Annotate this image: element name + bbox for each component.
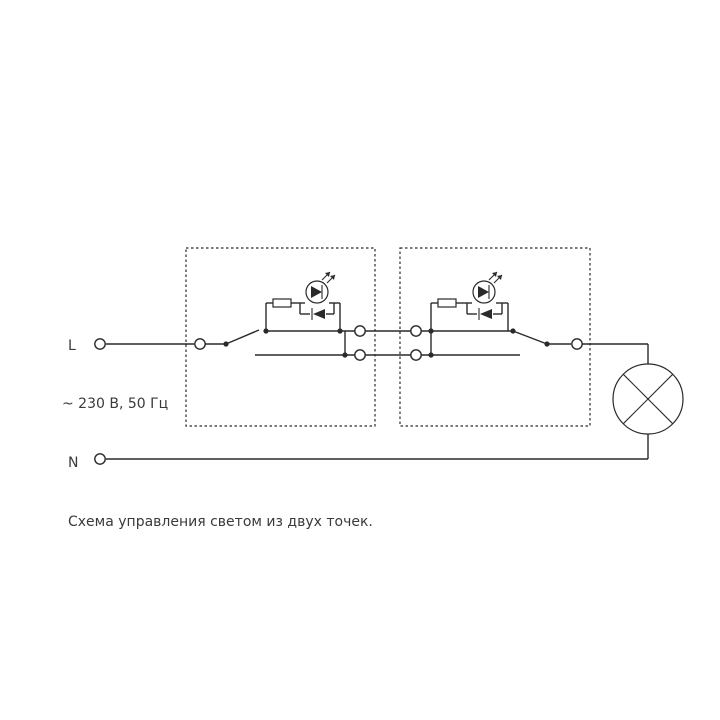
lamp-feed-wire [582,343,649,364]
switch-2-traveller-terminal-1 [410,325,422,337]
switch-2-traveller-terminal-2 [410,349,422,361]
diagram-caption: Схема управления светом из двух точек. [68,514,373,530]
switch-2-output-terminal [571,338,583,350]
phase-label: L [68,338,76,354]
switch-1 [205,302,355,358]
switch-1-diode-icon [311,308,325,320]
switch-2-enclosure [399,247,591,427]
switch-1-traveller-terminal-2 [354,349,366,361]
terminal-n [94,453,106,465]
switch-2-led-icon [472,271,503,304]
switch-1-led-icon [305,271,336,304]
neutral-label: N [68,455,78,471]
switch-2 [421,302,571,358]
neutral-wire [106,434,649,460]
switch-1-traveller-terminal-1 [354,325,366,337]
switch-2-diode-icon [478,308,492,320]
switch-1-input-terminal [194,338,206,350]
lamp-icon [612,363,684,435]
switch-1-resistor [272,298,292,308]
traveller-wires [365,330,411,356]
voltage-label: ~ 230 В, 50 Гц [62,396,168,412]
terminal-l [94,338,106,350]
switch-1-enclosure [185,247,376,427]
switch-2-resistor [437,298,457,308]
